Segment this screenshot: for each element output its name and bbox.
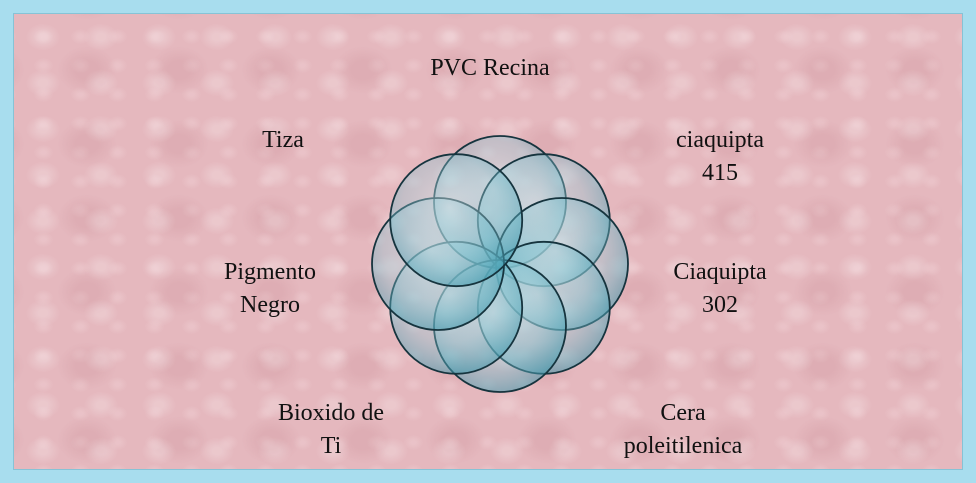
label-line: ciaquipta	[676, 127, 764, 153]
label-pigmento-negro: Pigmento Negro	[224, 256, 316, 322]
label-line: PVC Recina	[430, 55, 550, 81]
label-ciaquipta-302: Ciaquipta 302	[673, 256, 766, 322]
label-bioxido-de-ti: Bioxido de Ti	[278, 397, 384, 463]
label-line: poleitilenica	[623, 433, 743, 459]
label-line: Ti	[320, 433, 342, 459]
label-line: Ciaquipta	[673, 259, 767, 285]
label-line: 302	[701, 292, 738, 318]
label-line: Tiza	[262, 127, 304, 153]
label-line: 415	[702, 160, 738, 186]
label-line: Negro	[240, 292, 300, 318]
label-line: Cera	[660, 400, 706, 426]
label-cera-poleitilenica: Cera poleitilenica	[624, 397, 743, 463]
label-line: Pigmento	[223, 259, 317, 285]
label-pvc-recina: PVC Recina	[430, 52, 549, 85]
label-ciaquipta-415: ciaquipta 415	[676, 124, 764, 190]
label-line: Bioxido de	[278, 400, 384, 426]
label-tiza: Tiza	[262, 124, 304, 157]
